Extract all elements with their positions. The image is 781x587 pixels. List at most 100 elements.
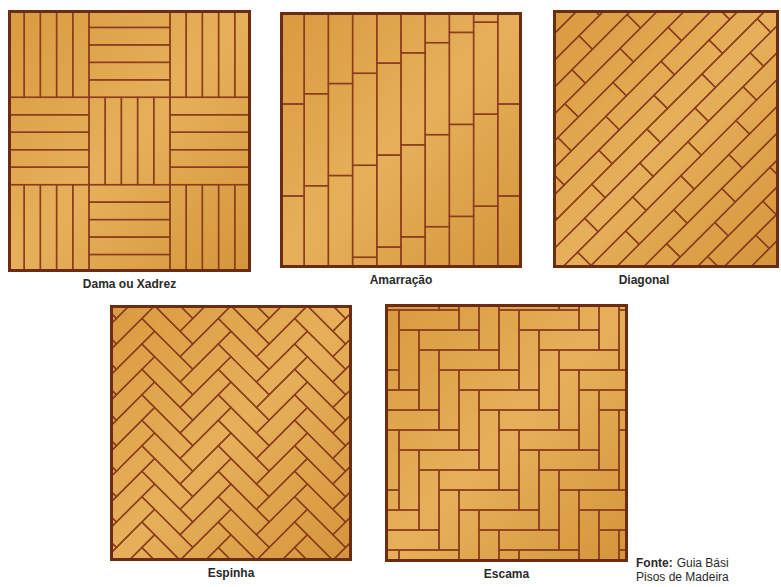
wood-plank xyxy=(399,450,419,510)
wood-plank xyxy=(479,530,499,562)
wood-plank xyxy=(499,430,519,490)
wood-plank xyxy=(385,530,439,550)
wood-plank xyxy=(419,330,479,350)
wood-plank xyxy=(459,370,519,390)
wood-plank xyxy=(295,509,346,560)
wood-plank xyxy=(73,10,89,97)
wood-plank xyxy=(565,48,634,117)
wood-plank xyxy=(218,535,269,561)
wood-plank xyxy=(401,237,425,268)
wood-plank xyxy=(681,121,750,190)
wood-plank xyxy=(715,167,779,236)
wood-plank xyxy=(180,471,231,522)
wood-plank xyxy=(295,535,346,561)
wood-plank xyxy=(539,450,599,470)
wood-plank xyxy=(579,304,599,330)
wood-plank xyxy=(218,331,269,382)
floor-pattern xyxy=(385,304,628,562)
wood-plank xyxy=(180,318,231,369)
wood-plank xyxy=(110,318,155,369)
wood-plank xyxy=(559,490,579,550)
wood-plank xyxy=(553,70,585,139)
plank-group xyxy=(280,12,522,268)
wood-plank xyxy=(110,471,155,522)
wood-plank xyxy=(553,150,612,219)
wood-plank xyxy=(180,497,231,548)
wood-plank xyxy=(295,306,346,357)
panel-border xyxy=(10,12,250,271)
pattern-panel: Amarração xyxy=(280,12,522,287)
wood-plank xyxy=(439,490,459,550)
wood-plank xyxy=(57,185,73,272)
wood-plank xyxy=(579,10,648,49)
wood-plank xyxy=(57,10,73,97)
plank-layout xyxy=(110,305,352,561)
wood-plank xyxy=(559,470,619,490)
wood-plank xyxy=(280,196,304,268)
wood-plank xyxy=(539,350,559,410)
wood-plank xyxy=(186,10,202,97)
wood-plank xyxy=(619,210,688,268)
wood-plank xyxy=(474,206,498,268)
wood-plank xyxy=(110,369,155,420)
pattern-caption: Amarração xyxy=(280,273,522,287)
wood-plank xyxy=(425,43,449,135)
wood-plank xyxy=(105,97,121,184)
wood-plank xyxy=(499,410,559,430)
wood-plank xyxy=(626,176,695,245)
wood-plank xyxy=(218,509,269,560)
wood-plank xyxy=(295,433,346,484)
wood-plank xyxy=(613,27,682,96)
wood-plank xyxy=(708,201,777,268)
wood-ground xyxy=(385,304,628,562)
wood-plank xyxy=(256,497,307,548)
wood-plank xyxy=(459,304,479,330)
wood-plank xyxy=(571,231,640,268)
wood-plank xyxy=(202,10,218,97)
wood-plank xyxy=(180,420,231,471)
wood-plank xyxy=(654,40,723,109)
wood-plank xyxy=(667,188,736,257)
pattern-caption: Dama ou Xadrez xyxy=(8,277,251,291)
wood-plank xyxy=(419,450,479,470)
wood-plank xyxy=(499,310,519,370)
wood-plank xyxy=(459,390,479,450)
wood-plank xyxy=(459,490,519,510)
wood-plank xyxy=(377,155,401,247)
wood-plank xyxy=(449,216,473,268)
wood-plank xyxy=(40,10,56,97)
wood-plank xyxy=(142,433,193,484)
panel-border xyxy=(282,14,521,267)
panel-border xyxy=(387,306,627,561)
wood-plank xyxy=(599,304,619,350)
wood-plank xyxy=(757,10,779,32)
wood-plank xyxy=(89,80,170,97)
wood-plank xyxy=(385,390,419,410)
wood-plank xyxy=(599,510,628,530)
wood-plank xyxy=(304,12,328,94)
plank-group xyxy=(385,304,628,562)
wood-plank xyxy=(385,510,419,530)
wood-plank xyxy=(519,450,539,510)
wood-plank xyxy=(8,115,89,132)
wood-plank xyxy=(73,185,89,272)
wood-plank xyxy=(742,248,779,268)
wood-plank xyxy=(142,357,193,408)
plank-layout xyxy=(553,10,779,268)
wood-plank xyxy=(539,470,559,530)
wood-plank xyxy=(218,306,269,357)
pattern-caption: Escama xyxy=(385,567,628,581)
pattern-panel: Espinha xyxy=(110,305,352,580)
wood-plank xyxy=(8,97,89,114)
wood-plank xyxy=(385,410,439,430)
wood-plank xyxy=(377,247,401,268)
source-note: Fonte:Guia Bási Pisos de Madeira xyxy=(636,556,746,584)
wood-plank xyxy=(24,185,40,272)
wood-plank xyxy=(89,185,170,202)
wood-plank xyxy=(756,180,779,249)
plank-group xyxy=(8,10,251,272)
wood-plank xyxy=(553,116,619,185)
panel-border xyxy=(555,12,778,267)
wood-plank xyxy=(328,84,352,176)
wood-plank xyxy=(353,12,377,73)
